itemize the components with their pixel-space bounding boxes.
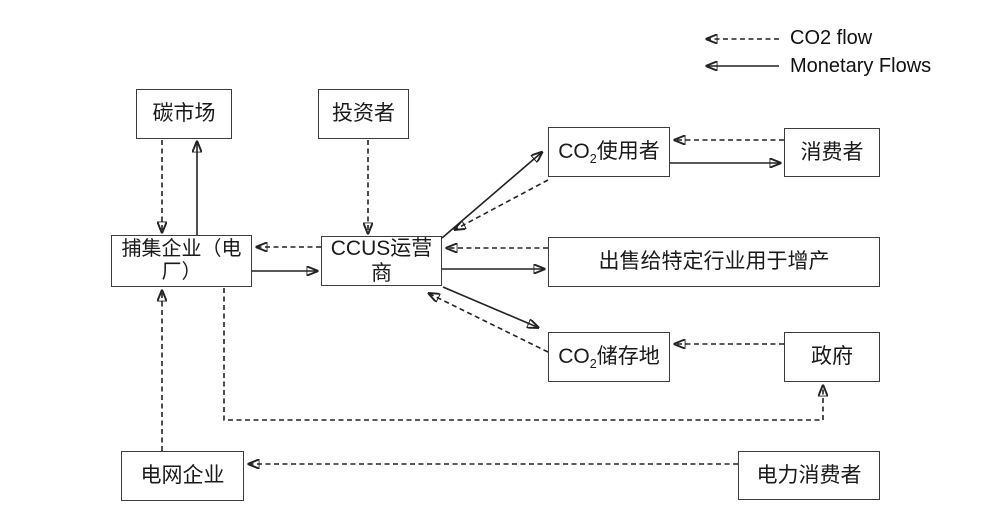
node-co2-storage-label: CO2储存地 — [558, 345, 660, 372]
node-investor-label: 投资者 — [332, 102, 395, 126]
node-co2-user: CO2使用者 — [548, 127, 670, 177]
node-sell-to-industry-label: 出售给特定行业用于增产 — [598, 250, 830, 274]
node-grid-enterprise: 电网企业 — [121, 451, 244, 501]
node-co2-user-label: CO2使用者 — [558, 140, 660, 167]
node-co2-storage: CO2储存地 — [548, 332, 670, 382]
node-sell-to-industry: 出售给特定行业用于增产 — [548, 237, 880, 287]
node-government: 政府 — [784, 332, 880, 382]
arrow-ccus-to-co2-user-money — [441, 153, 541, 239]
node-capture-enterprise-label: 捕集企业（电厂） — [121, 238, 242, 283]
legend-co2-flow-label: CO2 flow — [790, 27, 873, 49]
node-power-consumer-label: 电力消费者 — [756, 463, 862, 487]
node-carbon-market: 碳市场 — [136, 89, 232, 139]
node-consumer-label: 消费者 — [800, 140, 864, 164]
node-power-consumer: 电力消费者 — [738, 451, 880, 500]
arrow-capture-to-government-co2 — [223, 288, 823, 421]
arrow-ccus-to-co2-storage-money — [442, 286, 537, 327]
node-carbon-market-label: 碳市场 — [152, 102, 216, 126]
node-government-label: 政府 — [811, 345, 853, 369]
node-ccus-operator: CCUS运营商 — [321, 236, 442, 286]
node-ccus-operator-label: CCUS运营商 — [330, 236, 433, 285]
node-grid-enterprise-label: 电网企业 — [140, 464, 225, 488]
node-consumer: 消费者 — [784, 128, 880, 177]
arrow-co2-storage-to-ccus-co2 — [430, 294, 549, 353]
node-capture-enterprise: 捕集企业（电厂） — [111, 235, 252, 287]
node-investor: 投资者 — [318, 89, 409, 139]
arrow-co2-user-to-ccus-co2 — [456, 179, 549, 229]
legend-monetary-flows-label: Monetary Flows — [790, 55, 932, 77]
